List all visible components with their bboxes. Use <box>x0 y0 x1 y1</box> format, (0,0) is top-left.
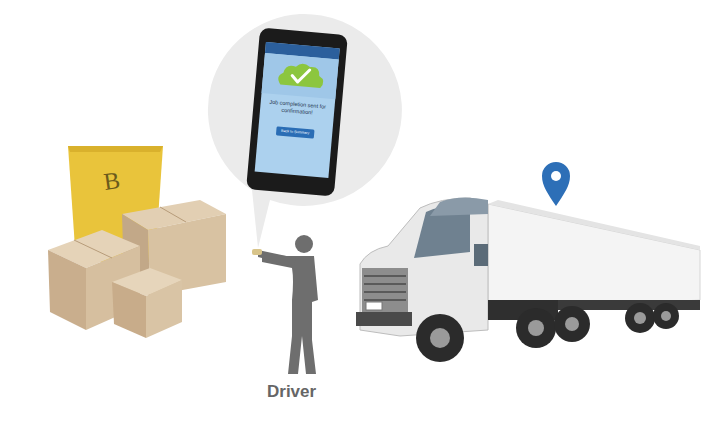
phone-screen: Job completion sent for confirmation! Bac… <box>255 42 340 178</box>
role-label: Driver <box>267 382 316 402</box>
speech-bubble <box>208 14 402 248</box>
truck <box>356 197 700 362</box>
driver-figure <box>252 235 318 374</box>
smartphone <box>246 28 348 197</box>
location-pin <box>542 162 570 206</box>
status-message: Job completion sent for confirmation! <box>264 98 331 117</box>
button-label: Back to Summary <box>276 126 315 138</box>
parcel-boxes <box>48 200 226 338</box>
